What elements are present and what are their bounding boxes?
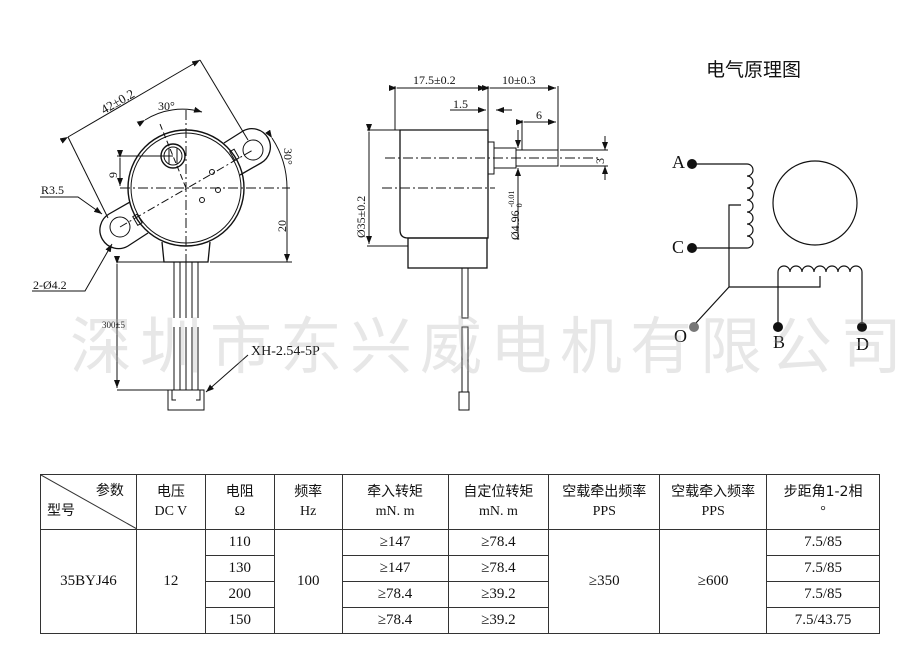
connector-label: XH-2.54-5P: [251, 344, 320, 359]
cell-pull-in-torque: ≥147: [341, 529, 449, 556]
header-name: 自定位转矩: [463, 484, 534, 500]
cell-detent-torque: ≥78.4: [447, 555, 550, 582]
cell-pull-in-torque: ≥78.4: [341, 581, 449, 608]
dim-diameter: Ø35±0.2: [354, 195, 368, 238]
table-row: 200 ≥78.4 ≥39.2 7.5/85: [41, 581, 880, 608]
dim-shaft-diameter: Ø4.96 -0.01 0: [507, 191, 525, 240]
terminal-c: C: [672, 237, 685, 257]
diagonal-line: [41, 475, 137, 529]
cell-voltage: 12: [135, 529, 206, 634]
cell-resistance: 150: [204, 607, 275, 634]
dim-angle-right: 30°: [281, 148, 295, 165]
dim-shaft-diameter-value: Ø4.96: [508, 210, 522, 240]
dim-shaft-tol-lower: 0: [515, 203, 525, 208]
header-detent-torque: 自定位转矩 mN. m: [447, 474, 550, 530]
dim-height: 20: [275, 220, 289, 232]
dim-flat-length: 6: [536, 108, 542, 122]
header-frequency: 频率 Hz: [273, 474, 343, 530]
spec-table: 参数 型号 电压 DC V 电阻 Ω 频率 Hz 牵入转矩 mN. m 自定位转矩 mN.…: [40, 474, 880, 634]
technical-drawing: [32, 59, 867, 411]
cell-frequency: 100: [273, 529, 343, 634]
dim-holes: 2-Ø4.2: [33, 278, 67, 292]
front-view-motor: [32, 59, 292, 411]
table-row: 150 ≥78.4 ≥39.2 7.5/43.75: [41, 607, 880, 634]
header-unit: mN. m: [478, 504, 518, 519]
terminal-d: D: [856, 334, 869, 354]
header-step-angle: 步距角1-2相 °: [766, 474, 880, 530]
cell-step-angle: 7.5/85: [766, 581, 880, 608]
header-name: 牵入转矩: [367, 484, 424, 500]
side-view-motor: [366, 85, 608, 411]
header-resistance: 电阻 Ω: [204, 474, 275, 530]
header-unit: mN. m: [375, 504, 415, 519]
header-corner: 参数 型号: [40, 474, 137, 530]
cell-pull-out-freq: ≥350: [548, 529, 661, 634]
cell-detent-torque: ≥39.2: [447, 581, 550, 608]
header-unit: PPS: [592, 504, 616, 519]
header-name: 空载牵出频率: [562, 484, 647, 500]
cell-detent-torque: ≥78.4: [447, 529, 550, 556]
header-voltage: 电压 DC V: [135, 474, 206, 530]
header-unit: PPS: [701, 504, 725, 519]
dim-lead-length: 300±5: [102, 320, 125, 330]
cell-step-angle: 7.5/43.75: [766, 607, 880, 634]
dim-body-length: 17.5±0.2: [413, 73, 456, 87]
terminal-b: B: [773, 332, 786, 352]
header-unit: DC V: [154, 504, 188, 519]
dim-shaft-length: 10±0.3: [502, 73, 536, 87]
table-header-row: 参数 型号 电压 DC V 电阻 Ω 频率 Hz 牵入转矩 mN. m 自定位转矩 mN.…: [40, 474, 880, 530]
dim-angle-top: 30°: [158, 99, 175, 113]
cell-pull-in-torque: ≥147: [341, 555, 449, 582]
header-unit: Hz: [300, 504, 317, 519]
cell-resistance: 200: [204, 581, 275, 608]
table-row: 35BYJ46 12 110 100 ≥147 ≥78.4 ≥350 ≥600 …: [40, 529, 880, 634]
dim-shaft-offset: 9: [106, 172, 120, 178]
header-name: 步距角1-2相: [783, 484, 863, 500]
header-name: 频率: [294, 484, 323, 500]
cell-resistance: 110: [204, 529, 275, 556]
header-pull-in-freq: 空载牵入频率 PPS: [659, 474, 768, 530]
header-unit: Ω: [234, 504, 245, 519]
header-pull-in-torque: 牵入转矩 mN. m: [341, 474, 449, 530]
corner-model-label: 型号: [47, 503, 75, 519]
schematic-diagram: [690, 160, 863, 325]
cell-step-angle: 7.5/85: [766, 529, 880, 556]
header-name: 电压: [156, 484, 185, 500]
header-unit: °: [820, 504, 826, 519]
dim-flat-width: 3: [593, 158, 607, 164]
cell-step-angle: 7.5/85: [766, 555, 880, 582]
cell-resistance: 130: [204, 555, 275, 582]
header-name: 空载牵入频率: [671, 484, 756, 500]
header-name: 电阻: [225, 484, 254, 500]
schematic-title: 电气原理图: [706, 59, 802, 81]
corner-param-label: 参数: [95, 483, 124, 499]
cell-model: 35BYJ46: [40, 529, 137, 634]
dim-flange: 1.5: [453, 97, 468, 111]
terminal-a: A: [672, 152, 685, 172]
dim-radius: R3.5: [41, 183, 65, 197]
cell-detent-torque: ≥39.2: [447, 607, 550, 634]
cell-pull-in-freq: ≥600: [659, 529, 768, 634]
header-pull-out-freq: 空载牵出频率 PPS: [548, 474, 661, 530]
cell-pull-in-torque: ≥78.4: [341, 607, 449, 634]
terminal-o: O: [674, 326, 687, 346]
